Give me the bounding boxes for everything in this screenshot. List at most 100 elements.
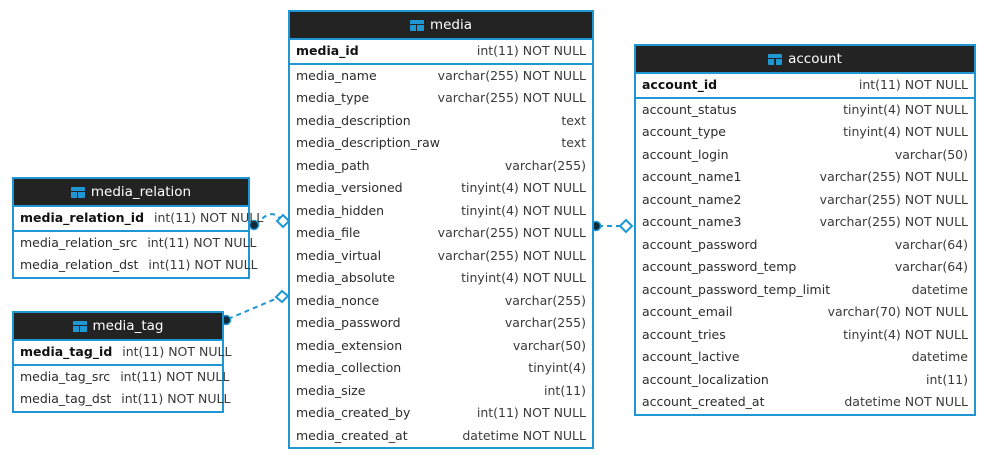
field-row-account_name1[interactable]: account_name1 varchar(255) NOT NULL bbox=[636, 166, 974, 189]
field-row-account_type[interactable]: account_type tinyint(4) NOT NULL bbox=[636, 121, 974, 144]
field-row-account_password[interactable]: account_password varchar(64) bbox=[636, 234, 974, 257]
open-diamond-marker bbox=[618, 218, 634, 234]
field-row-account_id[interactable]: account_id int(11) NOT NULL bbox=[636, 74, 974, 97]
entity-media-primary-key-block: media_id int(11) NOT NULL bbox=[290, 40, 592, 65]
field-row-media_type[interactable]: media_type varchar(255) NOT NULL bbox=[290, 87, 592, 110]
field-type: varchar(255) bbox=[504, 315, 586, 330]
field-name: media_name bbox=[296, 67, 377, 83]
field-row-media_tag_dst[interactable]: media_tag_dst int(11) NOT NULL bbox=[14, 388, 230, 411]
field-row-account_lactive[interactable]: account_lactive datetime bbox=[636, 346, 974, 369]
field-row-account_created_at[interactable]: account_created_at datetime NOT NULL bbox=[636, 391, 974, 414]
entity-account-fields: account_status tinyint(4) NOT NULL accou… bbox=[636, 99, 974, 414]
field-type: int(11) NOT NULL bbox=[858, 77, 968, 92]
field-name: media_created_at bbox=[296, 427, 408, 443]
field-row-media_relation_src[interactable]: media_relation_src int(11) NOT NULL bbox=[14, 232, 256, 255]
entity-account-title: account bbox=[788, 51, 842, 67]
relationship-media_tag-media[interactable] bbox=[220, 289, 290, 326]
field-row-media_collection[interactable]: media_collection tinyint(4) bbox=[290, 357, 592, 380]
field-type: varchar(64) bbox=[894, 259, 968, 274]
field-row-media_created_by[interactable]: media_created_by int(11) NOT NULL bbox=[290, 402, 592, 425]
field-name: account_name2 bbox=[642, 191, 742, 207]
field-type: int(11) bbox=[926, 371, 968, 387]
field-name: media_hidden bbox=[296, 202, 385, 218]
entity-media_tag-title: media_tag bbox=[92, 318, 164, 334]
field-row-account_password_temp_limit[interactable]: account_password_temp_limit datetime bbox=[636, 279, 974, 302]
field-row-account_name3[interactable]: account_name3 varchar(255) NOT NULL bbox=[636, 211, 974, 234]
field-row-account_login[interactable]: account_login varchar(50) bbox=[636, 144, 974, 167]
field-type: varchar(255) NOT NULL bbox=[437, 225, 586, 240]
field-type: int(11) NOT NULL bbox=[476, 405, 586, 420]
entity-media_relation[interactable]: media_relation media_relation_id int(11)… bbox=[12, 177, 263, 279]
field-name: media_collection bbox=[296, 360, 402, 375]
field-name: media_relation_dst bbox=[20, 257, 139, 272]
field-row-media_created_at[interactable]: media_created_at datetime NOT NULL bbox=[290, 425, 592, 448]
entity-account[interactable]: account account_id int(11) NOT NULL acco… bbox=[634, 44, 976, 416]
field-row-media_id[interactable]: media_id int(11) NOT NULL bbox=[290, 40, 592, 63]
field-type: varchar(70) NOT NULL bbox=[827, 304, 968, 319]
field-row-media_password[interactable]: media_password varchar(255) bbox=[290, 312, 592, 335]
field-name: account_password bbox=[642, 236, 758, 252]
field-type: int(11) NOT NULL bbox=[120, 368, 230, 384]
entity-media[interactable]: media media_id int(11) NOT NULL media_na… bbox=[288, 10, 594, 449]
entity-media-fields: media_name varchar(255) NOT NULL media_t… bbox=[290, 65, 592, 448]
edge-line bbox=[227, 296, 281, 320]
field-name: account_localization bbox=[642, 371, 769, 387]
field-name: media_created_by bbox=[296, 405, 411, 420]
field-type: datetime NOT NULL bbox=[844, 394, 968, 409]
field-row-account_password_temp[interactable]: account_password_temp varchar(64) bbox=[636, 256, 974, 279]
entity-media-title: media bbox=[429, 17, 473, 33]
field-type: tinyint(4) NOT NULL bbox=[461, 270, 586, 285]
field-name: media_absolute bbox=[296, 270, 395, 285]
entity-media_relation-title: media_relation bbox=[90, 184, 192, 200]
field-row-media_description_raw[interactable]: media_description_raw text bbox=[290, 132, 592, 155]
field-row-media_file[interactable]: media_file varchar(255) NOT NULL bbox=[290, 222, 592, 245]
field-row-account_tries[interactable]: account_tries tinyint(4) NOT NULL bbox=[636, 324, 974, 347]
field-name: account_login bbox=[642, 146, 729, 162]
field-type: varchar(50) bbox=[512, 337, 586, 353]
entity-media_tag-header: media_tag bbox=[14, 313, 222, 341]
field-row-media_extension[interactable]: media_extension varchar(50) bbox=[290, 335, 592, 358]
field-name: media_versioned bbox=[296, 180, 403, 195]
field-name: media_description bbox=[296, 112, 411, 128]
table-icon bbox=[70, 186, 85, 198]
field-row-media_tag_id[interactable]: media_tag_id int(11) NOT NULL bbox=[14, 341, 231, 364]
field-name: media_file bbox=[296, 225, 361, 240]
field-name: account_lactive bbox=[642, 349, 740, 364]
open-diamond-marker bbox=[274, 289, 290, 304]
field-name: account_password_temp bbox=[642, 259, 797, 274]
field-row-media_virtual[interactable]: media_virtual varchar(255) NOT NULL bbox=[290, 245, 592, 268]
field-type: varchar(255) bbox=[504, 292, 586, 308]
field-name: account_name3 bbox=[642, 214, 742, 229]
relationship-media-account[interactable] bbox=[590, 218, 634, 234]
field-row-media_size[interactable]: media_size int(11) bbox=[290, 380, 592, 403]
field-row-media_relation_id[interactable]: media_relation_id int(11) NOT NULL bbox=[14, 207, 263, 230]
entity-account-header: account bbox=[636, 46, 974, 74]
field-row-media_versioned[interactable]: media_versioned tinyint(4) NOT NULL bbox=[290, 177, 592, 200]
field-row-account_email[interactable]: account_email varchar(70) NOT NULL bbox=[636, 301, 974, 324]
field-name: media_description_raw bbox=[296, 135, 440, 150]
field-type: int(11) bbox=[544, 382, 586, 398]
field-name: account_id bbox=[642, 77, 718, 92]
field-row-media_absolute[interactable]: media_absolute tinyint(4) NOT NULL bbox=[290, 267, 592, 290]
field-row-account_localization[interactable]: account_localization int(11) bbox=[636, 369, 974, 392]
entity-account-primary-key-block: account_id int(11) NOT NULL bbox=[636, 74, 974, 99]
field-name: media_nonce bbox=[296, 292, 380, 308]
entity-media_tag[interactable]: media_tag media_tag_id int(11) NOT NULL … bbox=[12, 311, 231, 413]
field-row-media_nonce[interactable]: media_nonce varchar(255) bbox=[290, 290, 592, 313]
field-type: varchar(50) bbox=[894, 146, 968, 162]
field-type: varchar(255) NOT NULL bbox=[819, 169, 968, 184]
field-row-media_description[interactable]: media_description text bbox=[290, 110, 592, 133]
field-row-media_path[interactable]: media_path varchar(255) bbox=[290, 155, 592, 178]
field-row-account_status[interactable]: account_status tinyint(4) NOT NULL bbox=[636, 99, 974, 122]
field-type: int(11) NOT NULL bbox=[148, 257, 258, 272]
field-name: media_size bbox=[296, 382, 366, 398]
field-row-media_tag_src[interactable]: media_tag_src int(11) NOT NULL bbox=[14, 366, 229, 389]
field-row-media_hidden[interactable]: media_hidden tinyint(4) NOT NULL bbox=[290, 200, 592, 223]
field-row-account_name2[interactable]: account_name2 varchar(255) NOT NULL bbox=[636, 189, 974, 212]
field-row-media_name[interactable]: media_name varchar(255) NOT NULL bbox=[290, 65, 592, 88]
field-row-media_relation_dst[interactable]: media_relation_dst int(11) NOT NULL bbox=[14, 254, 258, 277]
field-name: account_created_at bbox=[642, 394, 765, 409]
field-name: media_id bbox=[296, 43, 359, 58]
field-name: account_type bbox=[642, 124, 726, 139]
